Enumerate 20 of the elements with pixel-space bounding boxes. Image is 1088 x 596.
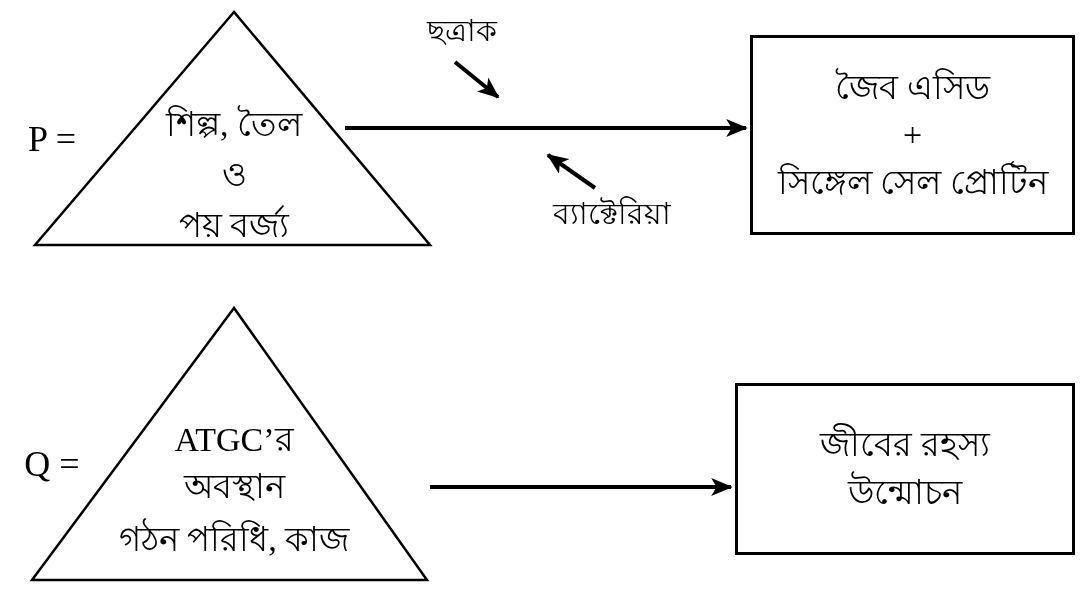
triangle-text: পয় বর্জ্য (178, 207, 290, 245)
box-text: জৈব এসিড (835, 67, 990, 108)
arrow (453, 60, 500, 99)
arrow (430, 478, 733, 496)
organism-label: ছত্রাক (427, 13, 497, 47)
equation-label: Q = (24, 445, 80, 485)
arrow (546, 153, 597, 190)
box-text: জীবের রহস্য (820, 421, 990, 469)
result-box (750, 35, 1075, 235)
triangle-text: ATGC’র (174, 421, 294, 459)
box-text: সিঙ্গেল সেল প্রোটিন (777, 160, 1048, 203)
box-text: উন্মোচন (848, 469, 962, 517)
equation-label: P = (28, 120, 76, 160)
triangle-text: শিল্প, তৈল (166, 106, 302, 144)
arrow (345, 119, 748, 137)
triangle-text: ও (221, 156, 247, 194)
box-text: + (902, 115, 923, 156)
triangle-text: অবস্থান (183, 468, 285, 506)
result-box (735, 383, 1075, 555)
organism-label: ব্যাক্টেরিয়া (553, 196, 671, 230)
